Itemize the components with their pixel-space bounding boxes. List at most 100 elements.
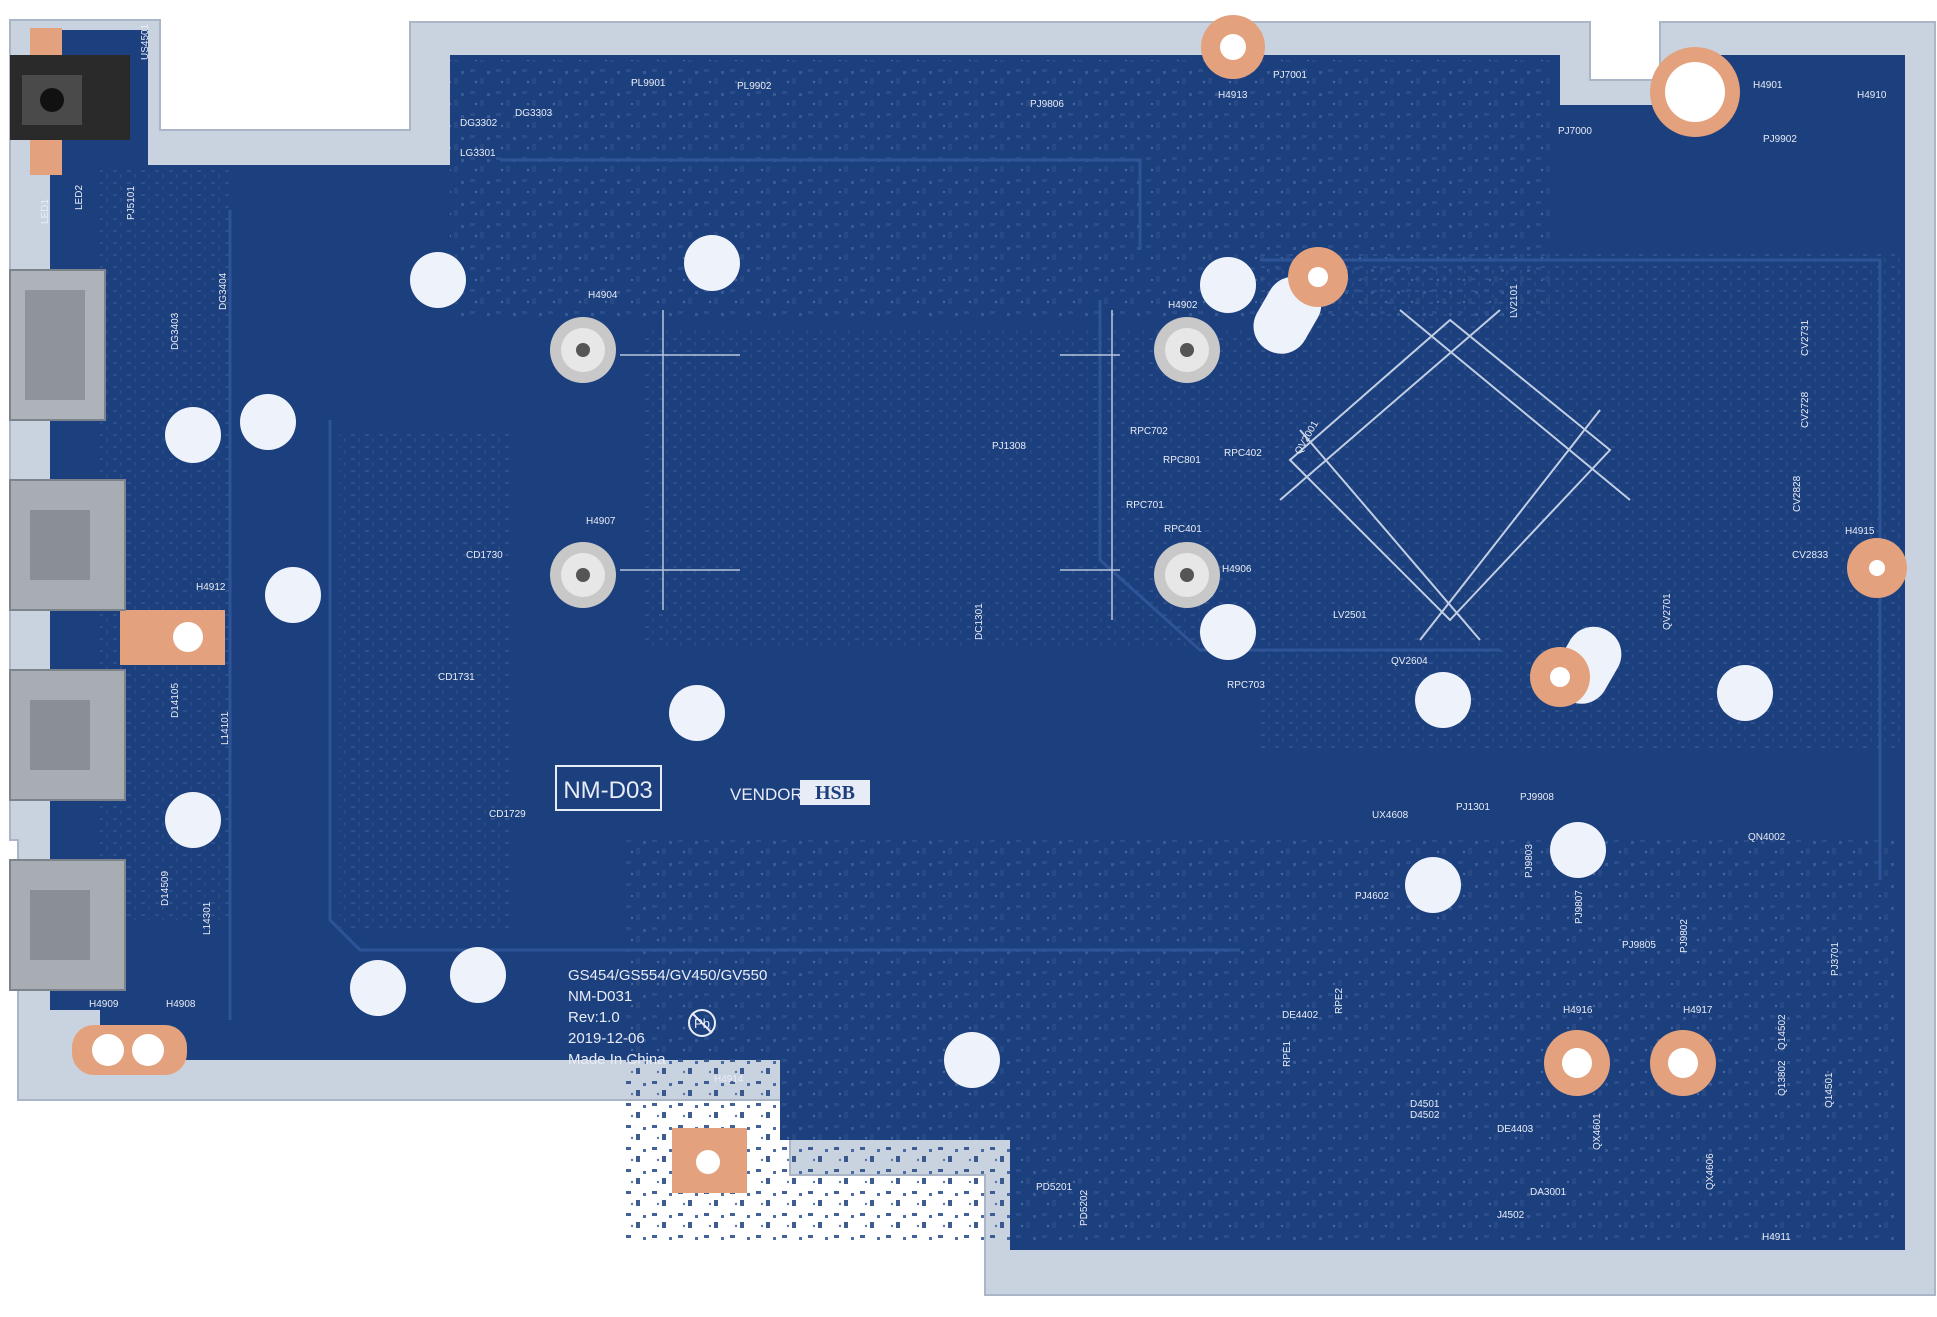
label-h4909: H4909 xyxy=(89,999,119,1010)
vendor-name: HSB xyxy=(815,782,855,804)
label-dg3302: DG3302 xyxy=(460,118,498,129)
label-pj9807: PJ9807 xyxy=(1574,890,1585,924)
mounting-guides xyxy=(620,310,1120,620)
hdmi-port xyxy=(9,269,106,421)
label-h4902: H4902 xyxy=(1168,300,1198,311)
label-rpc801: RPC801 xyxy=(1163,455,1201,466)
info-line-3: Rev:1.0 xyxy=(568,1009,620,1026)
vendor-label: VENDOR: xyxy=(730,785,807,804)
info-line-5: Made In China xyxy=(568,1051,666,1068)
label-lv2101: LV2101 xyxy=(1509,284,1520,318)
label-cv2728: CV2728 xyxy=(1800,391,1811,428)
label-pd5202: PD5202 xyxy=(1079,1189,1090,1226)
hole-main2 xyxy=(1530,647,1590,707)
hole-h4912 xyxy=(120,610,225,665)
label-h4904: H4904 xyxy=(588,290,618,301)
hole-h4914 xyxy=(672,1128,747,1193)
white-dots xyxy=(165,235,1773,1088)
label-rpc703: RPC703 xyxy=(1227,680,1265,691)
label-h4906: H4906 xyxy=(1222,564,1252,575)
label-d4501: D4501 xyxy=(1410,1099,1440,1110)
vendor-name-box xyxy=(800,780,870,805)
label-h4917: H4917 xyxy=(1683,1005,1713,1016)
label-cd1730: CD1730 xyxy=(466,550,503,561)
label-rpc402: RPC402 xyxy=(1224,448,1262,459)
standoff-h4907 xyxy=(550,542,616,608)
label-dg3404: DG3404 xyxy=(218,272,229,310)
label-cv2828: CV2828 xyxy=(1792,475,1803,512)
label-qv2701: QV2701 xyxy=(1662,593,1673,630)
hole-h4913 xyxy=(1201,15,1265,79)
label-qx4601: QX4601 xyxy=(1592,1113,1603,1150)
label-lv2501: LV2501 xyxy=(1333,610,1367,621)
steel-standoffs xyxy=(550,317,1220,608)
side-ports xyxy=(9,55,130,991)
hole-h4901 xyxy=(1650,47,1740,137)
usb-c-port xyxy=(9,669,126,801)
pb-free-circle xyxy=(688,1009,716,1037)
label-pj9803: PJ9803 xyxy=(1524,844,1535,878)
label-q14501: Q14501 xyxy=(1824,1072,1835,1108)
label-d14105: D14105 xyxy=(170,683,181,718)
info-line-1: GS454/GS554/GV450/GV550 xyxy=(568,967,767,984)
label-us4501: US4501 xyxy=(140,23,151,60)
label-dg3403: DG3403 xyxy=(170,312,181,350)
info-line-4: 2019-12-06 xyxy=(568,1030,645,1047)
label-qn4002: QN4002 xyxy=(1748,832,1786,843)
model-box-frame xyxy=(555,765,662,811)
info-line-2: NM-D031 xyxy=(568,988,632,1005)
label-cv2731: CV2731 xyxy=(1800,319,1811,356)
label-h4916: H4916 xyxy=(1563,1005,1593,1016)
label-ux4608: UX4608 xyxy=(1372,810,1409,821)
label-pj7000: PJ7000 xyxy=(1558,126,1592,137)
label-cv2833: CV2833 xyxy=(1792,550,1829,561)
label-pj4602: PJ4602 xyxy=(1355,891,1389,902)
hole-main1 xyxy=(1288,247,1348,307)
usb-a-port xyxy=(9,479,126,611)
label-pj9902: PJ9902 xyxy=(1763,134,1797,145)
hole-h4916 xyxy=(1544,1030,1610,1096)
label-h4908: H4908 xyxy=(166,999,196,1010)
label-h4913: H4913 xyxy=(1218,90,1248,101)
model-box-text: NM-D03 xyxy=(563,777,652,804)
label-qx4606: QX4606 xyxy=(1705,1153,1716,1190)
label-pj7001: PJ7001 xyxy=(1273,70,1307,81)
label-led1: LED1 xyxy=(40,199,51,224)
label-d4502: D4502 xyxy=(1410,1110,1440,1121)
label-pj5101: PJ5101 xyxy=(126,186,137,220)
label-qv2604: QV2604 xyxy=(1391,656,1428,667)
label-h4911: H4911 xyxy=(1762,1232,1791,1243)
label-l14101: L14101 xyxy=(220,711,231,745)
label-h4914: H4914 xyxy=(714,1074,744,1085)
cpu-bga-outline xyxy=(1279,309,1631,641)
label-cd1729: CD1729 xyxy=(489,809,526,820)
component-field-left xyxy=(340,430,510,930)
label-pj3701: PJ3701 xyxy=(1830,942,1841,976)
trace-lines xyxy=(228,158,1882,1020)
label-l14301: L14301 xyxy=(202,901,213,935)
standoff-h4902 xyxy=(1154,317,1220,383)
label-h4915: H4915 xyxy=(1845,526,1875,537)
label-pj9802: PJ9802 xyxy=(1679,919,1690,953)
label-rpc701: RPC701 xyxy=(1126,500,1164,511)
label-de4402: DE4402 xyxy=(1282,1010,1319,1021)
label-pj1308: PJ1308 xyxy=(992,441,1026,452)
label-dc1301: DC1301 xyxy=(974,603,985,640)
label-pd5201: PD5201 xyxy=(1036,1182,1073,1193)
board-info: GS454/GS554/GV450/GV550 NM-D031 Rev:1.0 … xyxy=(568,967,767,1068)
label-pl9901: PL9901 xyxy=(631,78,666,89)
hole-h4915 xyxy=(1847,538,1907,598)
label-rpc702: RPC702 xyxy=(1130,426,1168,437)
label-pj9908: PJ9908 xyxy=(1520,792,1554,803)
label-pj9805: PJ9805 xyxy=(1622,940,1656,951)
label-pj9806: PJ9806 xyxy=(1030,99,1064,110)
label-da3001: DA3001 xyxy=(1530,1187,1567,1198)
hole-h4917 xyxy=(1650,1030,1716,1096)
silkscreen-labels: H4904 H4902 H4907 H4906 H4912 H4913 H490… xyxy=(40,23,1887,1243)
label-pl9902: PL9902 xyxy=(737,81,772,92)
label-rpe2: RPE2 xyxy=(1334,987,1345,1014)
label-j4502: J4502 xyxy=(1497,1210,1525,1221)
label-h4910: H4910 xyxy=(1857,90,1887,101)
dc-jack xyxy=(10,55,130,140)
